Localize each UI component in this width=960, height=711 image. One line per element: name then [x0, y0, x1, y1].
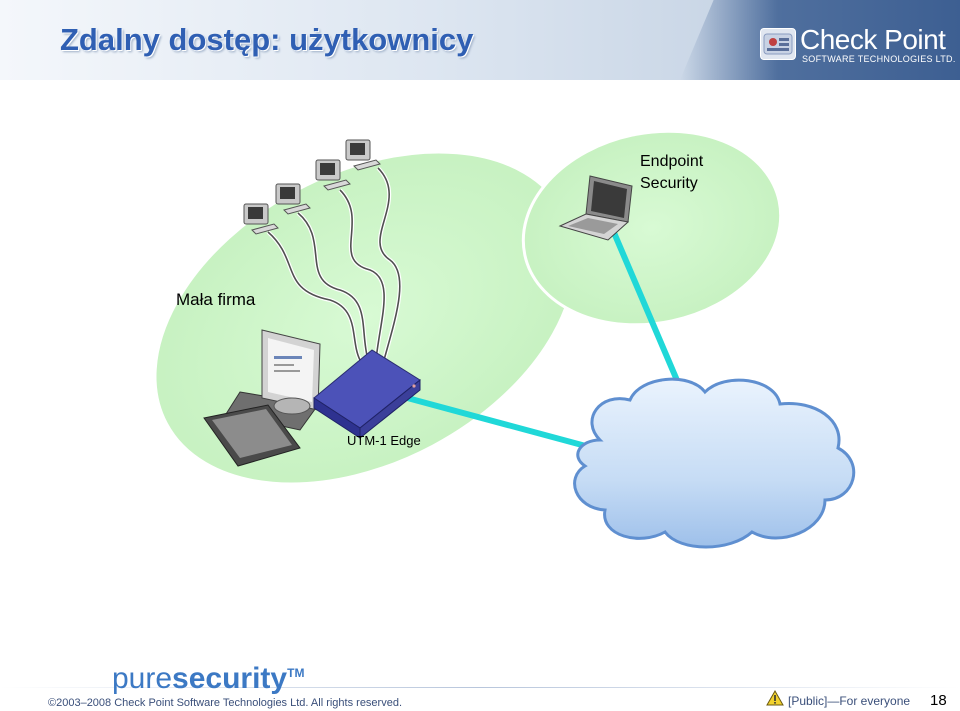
network-diagram: [153, 129, 856, 549]
desktop-computer-icon: [275, 183, 311, 215]
header-logo-band: [680, 0, 960, 80]
endpoint-security-label: Endpoint Security: [640, 153, 704, 192]
page-number: 18: [930, 692, 947, 709]
desktop-computer-icon: [315, 159, 351, 191]
puresecurity-brand: puresecurityTM: [112, 662, 304, 696]
copyright-text: ©2003–2008 Check Point Software Technolo…: [48, 697, 403, 709]
brand-tm: TM: [287, 666, 305, 680]
laptop-to-internet-link: [609, 226, 685, 394]
utm-appliance-icon: [313, 349, 421, 440]
page-title: Zdalny dostęp: użytkownicy: [60, 22, 474, 57]
endpoint-zone: [521, 129, 783, 327]
logo-subtext: SOFTWARE TECHNOLOGIES LTD.: [802, 54, 956, 64]
logo-text: Check Point: [800, 24, 946, 55]
checkpoint-logo-icon: [760, 28, 796, 60]
desktop-computer-icon: [243, 203, 279, 235]
footer-divider: [0, 687, 960, 688]
warning-icon: [766, 689, 784, 711]
brand-pure: pure: [112, 662, 173, 695]
cloud-icon: [573, 377, 856, 549]
classification-label: [Public]—For everyone: [788, 694, 911, 708]
desktop-computer-icon: [345, 139, 381, 171]
header-bar: Zdalny dostęp: użytkownicy Check Point S…: [0, 0, 960, 80]
utm-to-internet-link: [399, 393, 609, 455]
management-workstation-icon: [203, 329, 321, 467]
utm-label: UTM-1 Edge: [347, 433, 421, 448]
brand-security: security: [172, 662, 288, 695]
small-office-label: Mała firma: [176, 290, 256, 309]
laptop-icon: [558, 175, 633, 241]
